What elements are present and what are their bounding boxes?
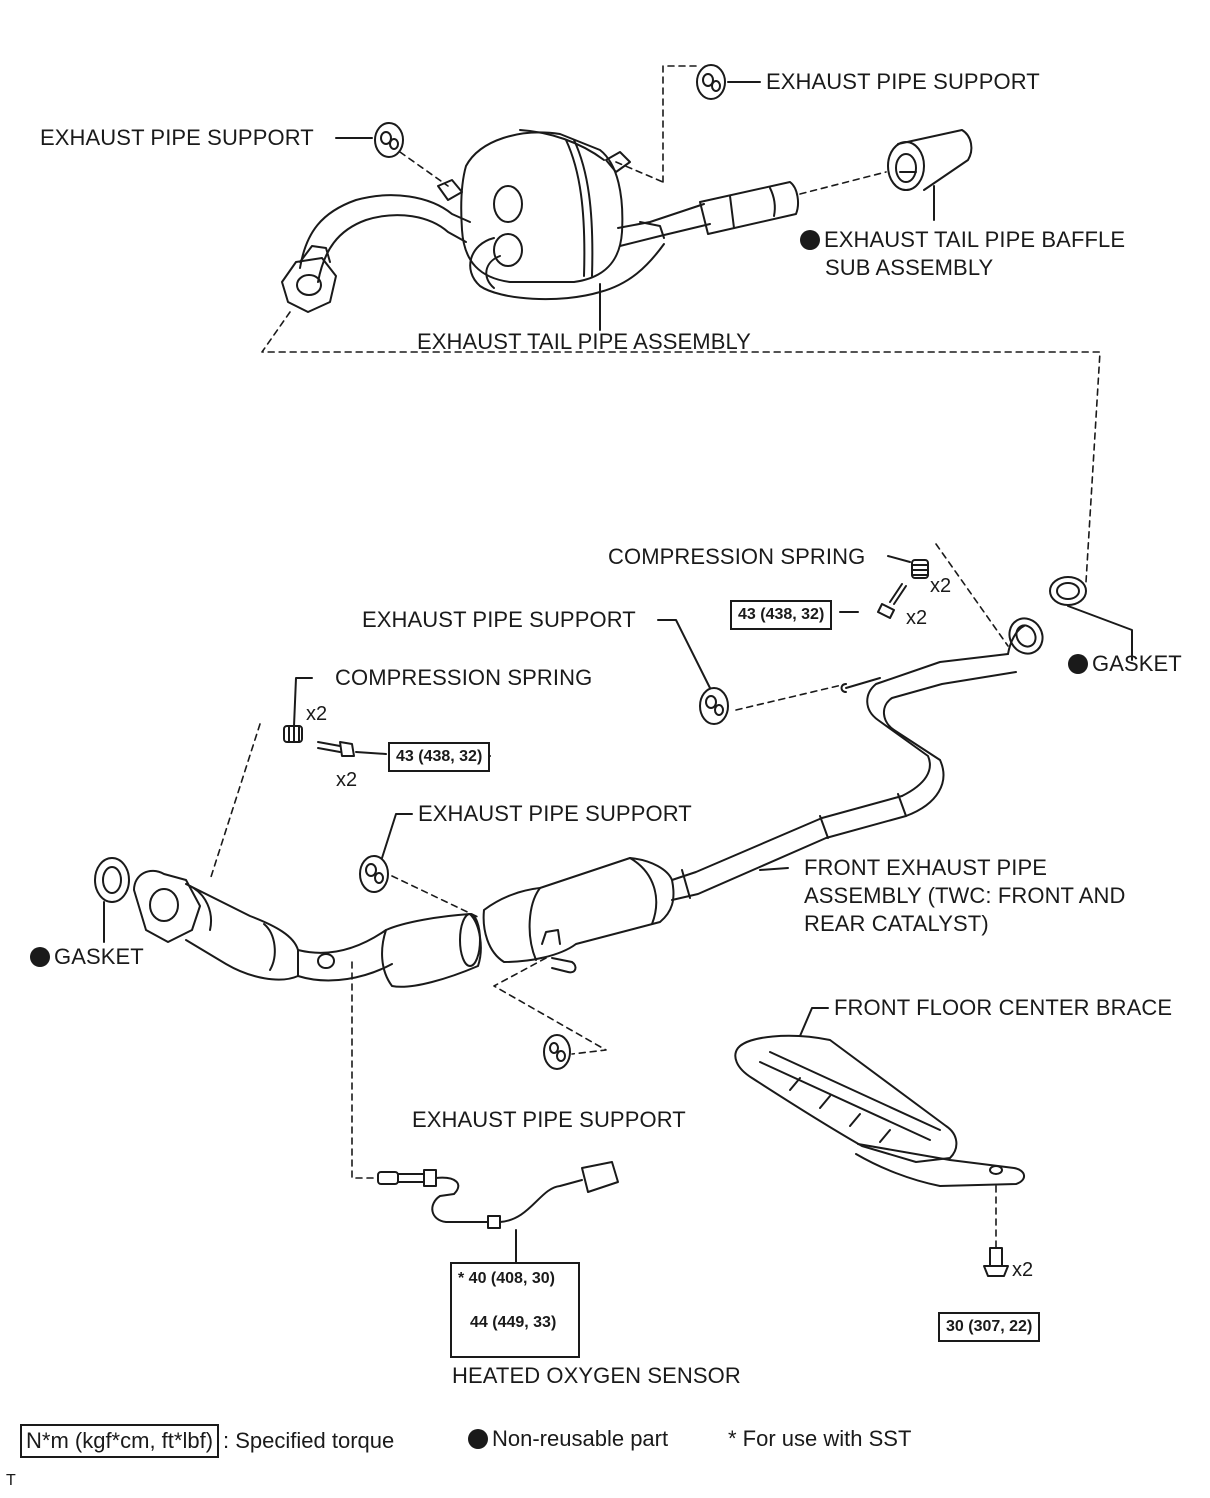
- multiplier-spring-left: x2: [306, 703, 328, 725]
- label-exhaust-pipe-support-mid-right: EXHAUST PIPE SUPPORT: [362, 607, 636, 632]
- label-front-floor-center-brace: FRONT FLOOR CENTER BRACE: [834, 995, 1173, 1020]
- torque-brace-bolt: 30 (307, 22): [938, 1312, 1041, 1342]
- legend-sst-note: * For use with SST: [728, 1426, 912, 1451]
- non-reusable-dot-icon: [468, 1429, 488, 1449]
- exhaust-pipe-support-bottom: [543, 1034, 571, 1070]
- gasket-right: [1049, 576, 1087, 606]
- heated-oxygen-sensor: [377, 1161, 619, 1229]
- torque-right-support-bolt: 43 (438, 32): [730, 600, 833, 630]
- compression-spring-right: [911, 559, 929, 579]
- legend-torque-desc: : Specified torque: [223, 1428, 395, 1453]
- label-exhaust-pipe-support-top-right: EXHAUST PIPE SUPPORT: [766, 69, 1040, 94]
- label-tail-pipe-baffle: EXHAUST TAIL PIPE BAFFLE: [800, 226, 1125, 254]
- multiplier-bolt-left: x2: [336, 769, 358, 791]
- label-front-exhaust-pipe-line3: REAR CATALYST): [804, 911, 989, 936]
- compression-spring-left: [283, 725, 303, 743]
- exhaust-pipe-support-center: [359, 855, 389, 893]
- label-heated-oxygen-sensor: HEATED OXYGEN SENSOR: [452, 1363, 741, 1388]
- exhaust-pipe-support-upper-right: [696, 64, 726, 100]
- label-tail-pipe-baffle-line2: SUB ASSEMBLY: [825, 255, 994, 280]
- legend-non-reusable: Non-reusable part: [468, 1424, 668, 1454]
- exhaust-tail-pipe-baffle: [887, 129, 973, 191]
- exhaust-pipe-support-upper-left: [374, 122, 404, 158]
- exhaust-pipe-support-mid-right: [699, 687, 729, 725]
- multiplier-brace-bolt: x2: [1012, 1259, 1034, 1281]
- label-gasket-right: GASKET: [1068, 650, 1182, 678]
- torque-oxygen-sensor: 44 (449, 33): [470, 1314, 557, 1331]
- bolt-right: [877, 583, 907, 619]
- torque-oxygen-sensor-sst: * 40 (408, 30): [458, 1270, 555, 1287]
- dashed-connection-lines: [209, 65, 1101, 1249]
- gasket-left: [94, 857, 130, 903]
- label-gasket-left: GASKET: [30, 943, 144, 971]
- multiplier-bolt-right: x2: [906, 607, 928, 629]
- label-front-exhaust-pipe-line1: FRONT EXHAUST PIPE: [804, 855, 1048, 880]
- leader-lines: [103, 81, 1133, 1263]
- label-exhaust-pipe-support-center: EXHAUST PIPE SUPPORT: [418, 801, 692, 826]
- torque-oxygen-sensor-box: * 40 (408, 30) 44 (449, 33): [450, 1262, 580, 1358]
- legend-torque: N*m (kgf*cm, ft*lbf): Specified torque: [20, 1424, 394, 1458]
- label-front-exhaust-pipe-line2: ASSEMBLY (TWC: FRONT AND: [804, 883, 1126, 908]
- front-floor-center-brace: [734, 1034, 1025, 1187]
- bolt-left: [317, 741, 355, 757]
- brace-bolt: [983, 1247, 1009, 1277]
- multiplier-spring-right: x2: [930, 575, 952, 597]
- label-exhaust-pipe-support-bottom: EXHAUST PIPE SUPPORT: [412, 1107, 686, 1132]
- label-exhaust-tail-pipe-assembly: EXHAUST TAIL PIPE ASSEMBLY: [417, 329, 751, 354]
- front-exhaust-pipe-assembly: [133, 617, 1044, 988]
- legend-torque-unit-box: N*m (kgf*cm, ft*lbf): [20, 1424, 220, 1458]
- label-compression-spring-right: COMPRESSION SPRING: [608, 544, 866, 569]
- torque-left-support-bolt: 43 (438, 32): [388, 742, 491, 772]
- non-reusable-dot-icon: [30, 947, 50, 967]
- exhaust-tail-pipe-assembly: [281, 129, 799, 313]
- corner-mark: T: [6, 1472, 16, 1489]
- label-compression-spring-left: COMPRESSION SPRING: [335, 665, 593, 690]
- label-exhaust-pipe-support-top-left: EXHAUST PIPE SUPPORT: [40, 125, 314, 150]
- non-reusable-dot-icon: [1068, 654, 1088, 674]
- non-reusable-dot-icon: [800, 230, 820, 250]
